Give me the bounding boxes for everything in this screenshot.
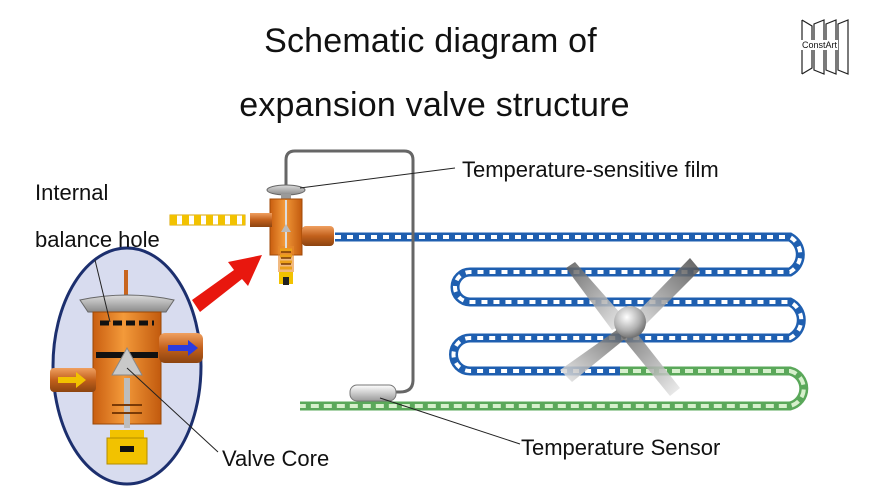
- liquid-inlet-pipe: [169, 214, 246, 226]
- label-temperature-sensor: Temperature Sensor: [521, 435, 721, 460]
- leader-sensor: [379, 397, 521, 445]
- title-line-2: expansion valve structure: [239, 86, 630, 124]
- label-internal-balance-hole-line2: balance hole: [35, 227, 160, 252]
- label-valve-core: Valve Core: [222, 446, 330, 471]
- label-temperature-sensitive-film: Temperature-sensitive film: [462, 157, 719, 182]
- leader-core: [126, 367, 219, 453]
- capillary-tube: [284, 149, 415, 394]
- evaporator-coil: [300, 232, 809, 411]
- logo-text: ConstArt: [801, 40, 839, 50]
- zoom-arrow-icon: [192, 255, 262, 312]
- temperature-sensor-bulb: [349, 384, 397, 402]
- leader-hole: [94, 259, 111, 323]
- label-internal-balance-hole-line1: Internal: [35, 180, 109, 205]
- valve-detail-inset: [50, 246, 203, 486]
- fan-icon: [560, 258, 700, 396]
- title-line-1: Schematic diagram of: [264, 22, 597, 60]
- leader-film: [299, 167, 456, 189]
- expansion-valve-small: [250, 184, 334, 285]
